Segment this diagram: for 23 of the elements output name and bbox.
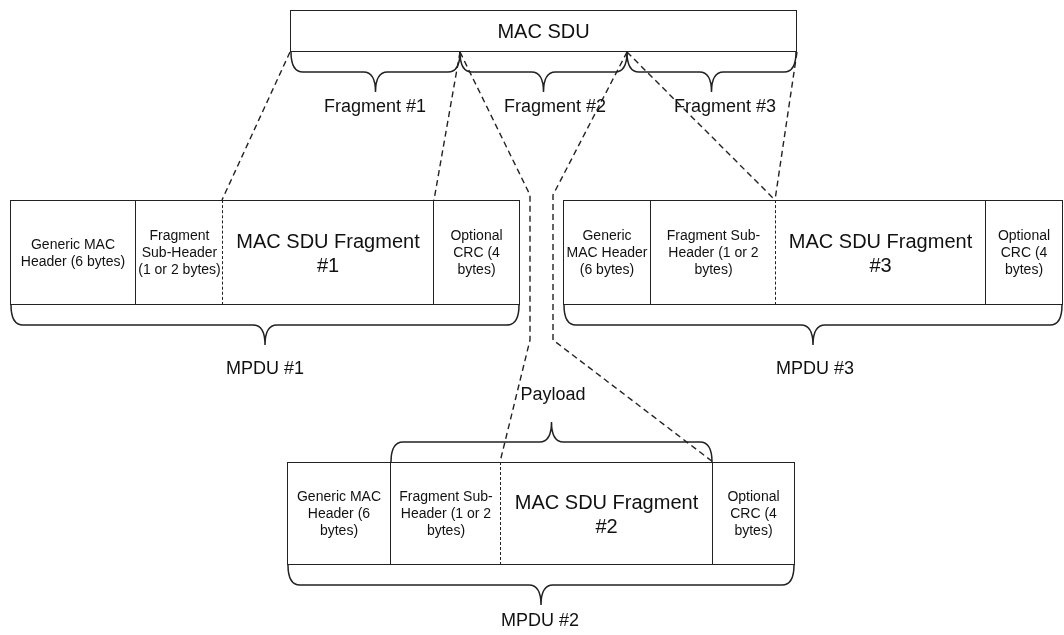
packet-field: Fragment Sub-Header (1 or 2 bytes): [135, 200, 223, 305]
bracket-label: MPDU #1: [226, 358, 304, 379]
bracket-label: MPDU #2: [501, 610, 579, 631]
packet-field: Optional CRC (4 bytes): [712, 462, 795, 565]
packet-field: MAC SDU Fragment #1: [222, 200, 434, 305]
packet-field: Generic MAC Header (6 bytes): [563, 200, 651, 305]
bracket-label: Fragment #3: [673, 96, 777, 117]
packet-field: Optional CRC (4 bytes): [433, 200, 520, 305]
packet-field: Fragment Sub-Header (1 or 2 bytes): [650, 200, 776, 305]
packet-field: Generic MAC Header (6 bytes): [10, 200, 136, 305]
bracket-label: Payload: [520, 384, 586, 405]
packet-field: MAC SDU Fragment #3: [775, 200, 986, 305]
mac-sdu-bar: MAC SDU: [290, 10, 797, 52]
packet-field: MAC SDU Fragment #2: [500, 462, 713, 565]
bracket-label: MPDU #3: [776, 358, 854, 379]
packet-field: Generic MAC Header (6 bytes): [287, 462, 391, 565]
dashed-line: [552, 51, 714, 463]
packet-field: Fragment Sub-Header (1 or 2 bytes): [390, 462, 501, 565]
bracket-label: Fragment #1: [323, 96, 427, 117]
bracket-label: Fragment #2: [503, 96, 607, 117]
dashed-line: [626, 51, 776, 201]
packet-field: Optional CRC (4 bytes): [985, 200, 1063, 305]
dashed-line: [221, 51, 291, 201]
